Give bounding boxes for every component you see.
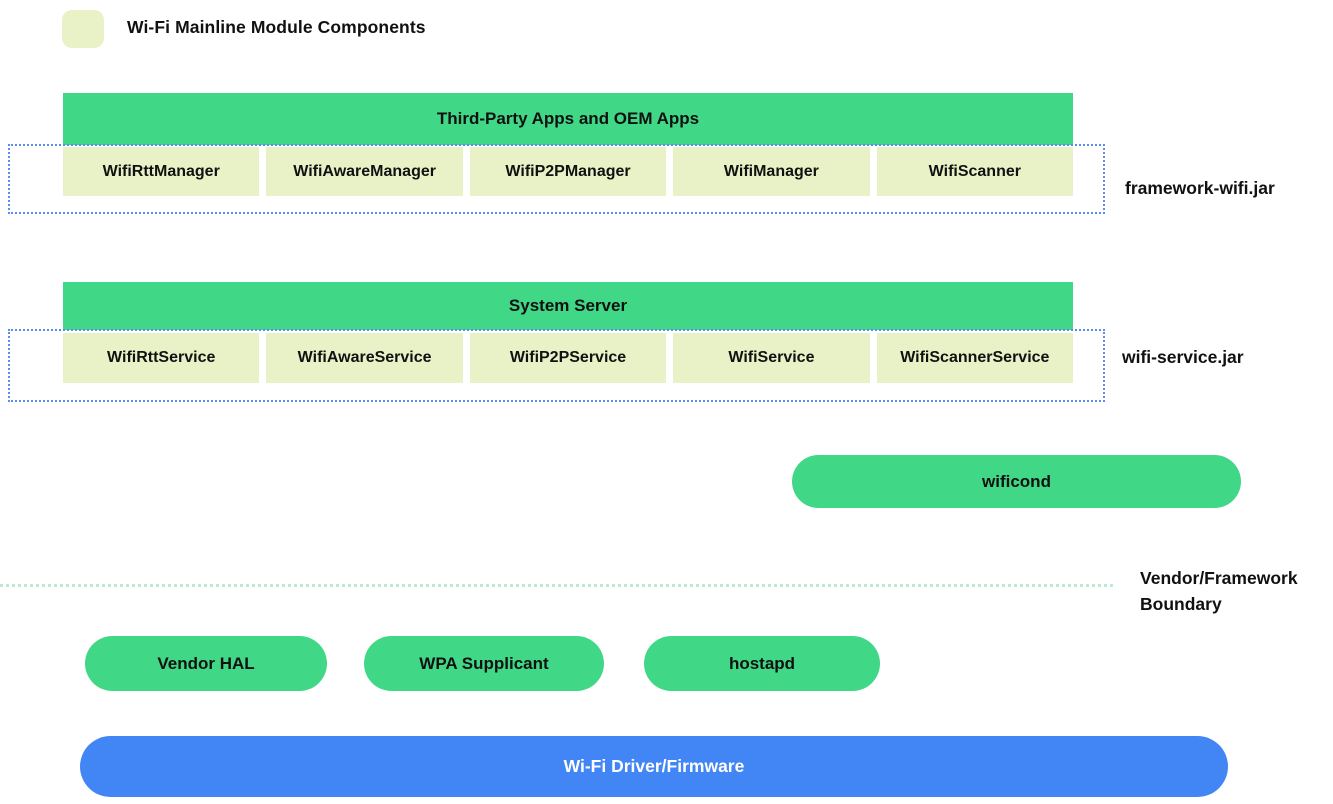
box-wifi-scanner: WifiScanner (876, 147, 1074, 196)
mainline-module-legend-label: Wi-Fi Mainline Module Components (127, 17, 426, 37)
hostapd-pill: hostapd (644, 636, 880, 691)
wifi-service-jar-label: wifi-service.jar (1122, 347, 1244, 367)
third-party-apps-header-bar: Third-Party Apps and OEM Apps (63, 93, 1073, 145)
framework-wifi-jar-outline (8, 144, 1105, 214)
box-wifi-rtt-service: WifiRttService (63, 333, 260, 383)
vendor-hal-pill: Vendor HAL (85, 636, 327, 691)
box-wifi-p2p-manager: WifiP2PManager (469, 147, 667, 196)
boundary-label-line2: Boundary (1140, 594, 1222, 614)
boundary-label-line1: Vendor/Framework (1140, 568, 1298, 588)
box-wifi-scanner-service: WifiScannerService (876, 333, 1074, 383)
service-boxes-row: WifiRttService WifiAwareService WifiP2PS… (63, 333, 1074, 383)
wifi-service-jar-outline (8, 329, 1105, 402)
vendor-framework-boundary-label: Vendor/Framework Boundary (1140, 565, 1298, 617)
box-wifi-aware-manager: WifiAwareManager (266, 147, 463, 196)
box-wifi-aware-service: WifiAwareService (266, 333, 463, 383)
box-wifi-rtt-manager: WifiRttManager (63, 147, 260, 196)
wifi-driver-firmware-bar: Wi-Fi Driver/Firmware (80, 736, 1228, 797)
system-server-header-bar: System Server (63, 282, 1073, 330)
wificond-pill: wificond (792, 455, 1241, 508)
wpa-supplicant-pill: WPA Supplicant (364, 636, 604, 691)
manager-boxes-row: WifiRttManager WifiAwareManager WifiP2PM… (63, 147, 1074, 196)
box-wifi-service: WifiService (673, 333, 870, 383)
box-wifi-p2p-service: WifiP2PService (469, 333, 667, 383)
vendor-framework-boundary-line (0, 584, 1113, 587)
box-wifi-manager: WifiManager (673, 147, 870, 196)
framework-wifi-jar-label: framework-wifi.jar (1125, 178, 1275, 198)
mainline-module-legend-swatch (62, 10, 104, 48)
